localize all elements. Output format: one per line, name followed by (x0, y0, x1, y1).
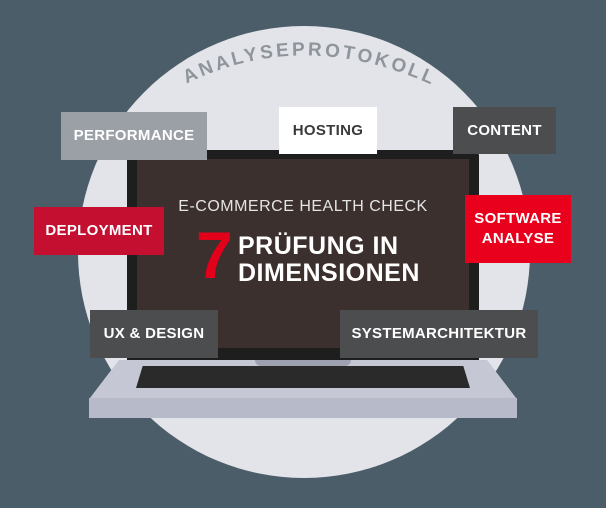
tag-software-line-1: SOFTWARE (474, 210, 562, 227)
tag-software-analyse: SOFTWARE ANALYSE (465, 195, 571, 263)
tag-software-line-2: ANALYSE (481, 230, 555, 247)
main-title: PRÜFUNG IN DIMENSIONEN (238, 233, 420, 287)
main-title-line-1: PRÜFUNG IN (238, 232, 399, 260)
tag-systemarchitektur: SYSTEMARCHITEKTUR (340, 310, 538, 358)
laptop-hinge (255, 360, 351, 366)
laptop-keyboard (136, 366, 470, 388)
tag-deployment: DEPLOYMENT (34, 207, 164, 255)
arc-title: ANALYSEPROTOKOLL (180, 39, 440, 90)
laptop-base-front (89, 398, 517, 418)
tag-hosting: HOSTING (279, 107, 377, 154)
tag-performance: PERFORMANCE (61, 112, 207, 160)
subtitle: E-COMMERCE HEALTH CHECK (178, 198, 428, 215)
big-number: 7 (196, 218, 233, 292)
tag-ux-design: UX & DESIGN (90, 310, 218, 358)
tag-content: CONTENT (453, 107, 556, 154)
main-title-line-2: DIMENSIONEN (238, 259, 420, 287)
